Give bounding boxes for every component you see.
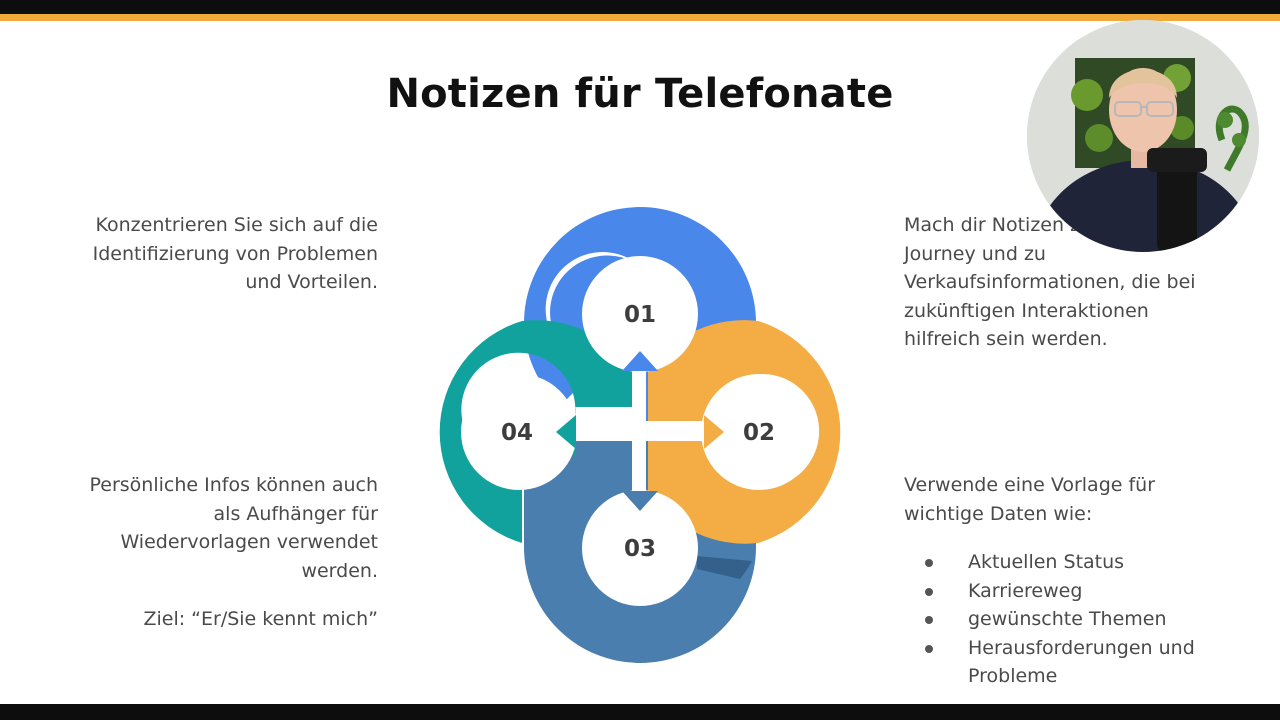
list-item: gewünschte Themen (920, 605, 1220, 634)
step-04-center (461, 374, 577, 490)
step-03-center (582, 490, 698, 606)
step-02-center (701, 374, 817, 490)
bullet-dot-icon (925, 559, 933, 567)
step-04-arrow-icon (556, 415, 576, 449)
template-bullet-list: Aktuellen Status Karriereweg gewünschte … (920, 548, 1220, 691)
bottom-black-bar (0, 704, 1280, 720)
list-item: Herausforderungen und Probleme (920, 634, 1220, 691)
step-01-arrow-icon (622, 351, 658, 371)
text-template-intro: Verwende eine Vorlage für wichtige Daten… (904, 474, 1156, 525)
top-black-bar (0, 0, 1280, 14)
step-03-arrow-icon (622, 491, 658, 511)
presenter-video-frame (1027, 20, 1259, 252)
step-04-shape (439, 320, 632, 543)
orange-accent-line (0, 14, 1280, 21)
step-02-arrow-icon (704, 415, 724, 449)
presenter-webcam (1027, 20, 1259, 252)
separator-horizontal (560, 425, 720, 437)
text-focus-problems: Konzentrieren Sie sich auf die Identifiz… (92, 214, 378, 293)
bullet-dot-icon (925, 644, 933, 653)
text-goal: Ziel: “Er/Sie kennt mich” (143, 608, 378, 630)
slide-title: Notizen für Telefonate (386, 71, 894, 117)
bullet-dot-icon (925, 587, 933, 596)
bullet-dot-icon (925, 616, 933, 624)
cycle-diagram: 01 02 03 04 (439, 207, 841, 663)
text-personal-infos: Persönliche Infos können auch als Aufhän… (89, 474, 379, 582)
step-01-center (582, 256, 698, 372)
list-item: Aktuellen Status (920, 548, 1220, 577)
list-item: Karriereweg (920, 577, 1220, 606)
step-02-label: 02 (743, 420, 775, 446)
step-04-label: 04 (501, 420, 533, 446)
step-02-shape (648, 320, 841, 544)
step-01-label: 01 (624, 302, 656, 328)
step-03-label: 03 (624, 536, 656, 562)
